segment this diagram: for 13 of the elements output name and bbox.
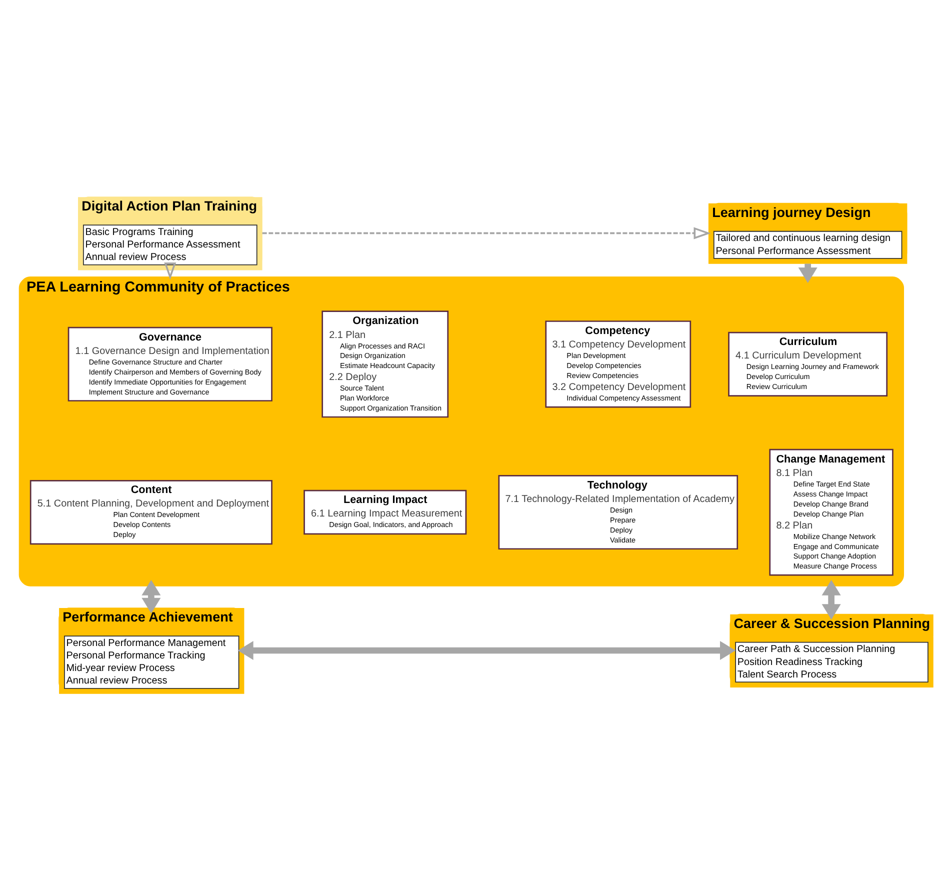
node-box: Governance 1.1 Governance Design and Implementation Define Governance Structure and Charter Identify Chairperson and Members of Governing Body Identify Immediate Opportunities for Engagement Implement Structure and Governance bbox=[68, 326, 272, 402]
arrow bbox=[142, 580, 161, 614]
arrow bbox=[164, 262, 176, 280]
arrow bbox=[262, 227, 711, 240]
arrow bbox=[238, 640, 736, 660]
node-box: Learning Impact 6.1 Learning Impact Measurement Design Goal, Indicators, and Approach bbox=[304, 490, 467, 535]
node-box: Change Management 8.1 Plan Define Target End State Assess Change Impact Develop Change Brand Develop Change Plan 8.2 Plan Mobilize Change Network Engage and Communicate Support Change Adoption Measure Change Process bbox=[769, 448, 894, 576]
arrow bbox=[822, 580, 841, 620]
node-box: Organization 2.1 Plan Align Processes and RACI Design Organization Estimate Headcount Capacity 2.2 Deploy Source Talent Plan Workforce Support Organization Transition bbox=[322, 310, 449, 418]
node-box: Curriculum 4.1 Curriculum Development Design Learning Journey and Framework Develop Curriculum Review Curriculum bbox=[728, 332, 888, 396]
node-box: Technology 7.1 Technology-Related Implementation of Academy Design Prepare Deploy Validate bbox=[498, 475, 738, 550]
node-box: Competency 3.1 Competency Development Plan Development Develop Competencies Review Competencies 3.2 Competency Development Individual Competency Assessment bbox=[545, 320, 692, 408]
node-box: Content 5.1 Content Planning, Development and Deployment Plan Content Development Develop Contents Deploy bbox=[30, 480, 272, 545]
